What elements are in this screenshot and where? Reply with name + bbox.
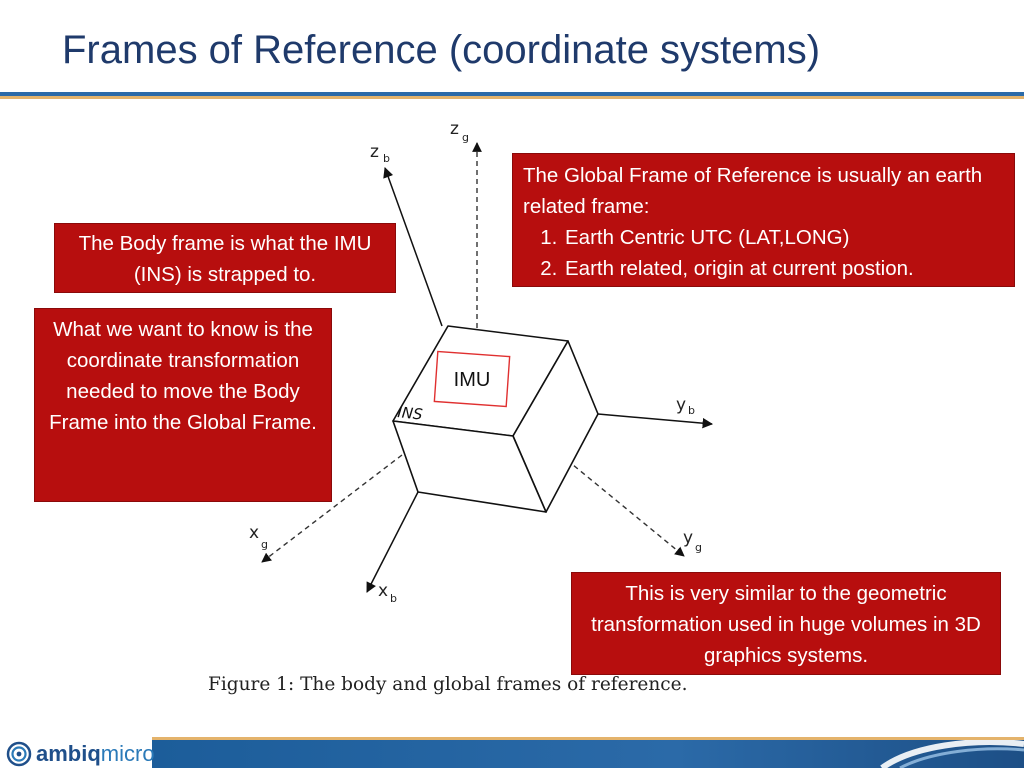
zb-axis xyxy=(383,167,443,327)
ins-label: INS xyxy=(397,403,424,424)
yb-axis xyxy=(597,413,714,429)
slide-title: Frames of Reference (coordinate systems) xyxy=(62,28,821,72)
list-item: Earth Centric UTC (LAT,LONG) xyxy=(563,222,1004,253)
footer-divider-gold xyxy=(152,737,1024,740)
footer-bar xyxy=(152,740,1024,768)
xg-axis xyxy=(261,454,403,563)
logo-text-micro: micro xyxy=(100,741,155,766)
list-item: Earth related, origin at current postion… xyxy=(563,253,1004,284)
title-divider-gold xyxy=(0,96,1024,99)
graphics-similarity-callout: This is very similar to the geometric tr… xyxy=(571,572,1001,675)
yg-axis xyxy=(566,459,685,557)
ins-cube xyxy=(392,325,599,513)
body-frame-callout: The Body frame is what the IMU (INS) is … xyxy=(54,223,396,293)
imu-label: IMU xyxy=(454,369,491,391)
footer-swirl-icon xyxy=(880,740,1024,768)
logo-text-ambiq: ambiq xyxy=(36,741,101,766)
global-frame-callout: The Global Frame of Reference is usually… xyxy=(512,153,1015,287)
xb-axis xyxy=(366,491,419,593)
imu-box xyxy=(433,350,511,408)
xg-label: xg xyxy=(249,523,268,551)
title-divider-blue xyxy=(0,92,1024,96)
ambiq-swirl-icon xyxy=(6,741,32,767)
global-frame-list: Earth Centric UTC (LAT,LONG) Earth relat… xyxy=(523,222,1004,284)
figure-caption: Figure 1: The body and global frames of … xyxy=(208,674,688,695)
goal-callout: What we want to know is the coordinate t… xyxy=(34,308,332,502)
global-frame-intro: The Global Frame of Reference is usually… xyxy=(523,164,983,218)
